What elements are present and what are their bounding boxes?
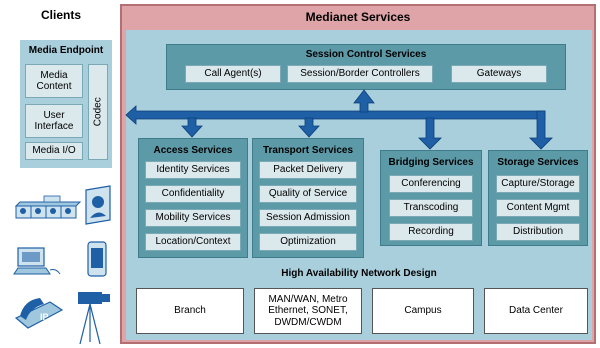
storage-services-title: Storage Services <box>497 156 579 168</box>
codec-box: Codec <box>88 64 108 160</box>
recording-box: Recording <box>389 223 473 241</box>
video-camera-icon <box>78 292 110 345</box>
call-agents-box: Call Agent(s) <box>185 65 281 83</box>
user-interface-box: User Interface <box>25 104 83 138</box>
network-design-title: High Availability Network Design <box>281 267 437 279</box>
quality-of-service-box: Quality of Service <box>259 185 357 203</box>
confidentiality-box: Confidentiality <box>145 185 241 203</box>
media-endpoint-title: Media Endpoint <box>28 44 104 56</box>
location-context-box: Location/Context <box>145 233 241 251</box>
access-services-title: Access Services <box>153 144 233 156</box>
conferencing-box: Conferencing <box>389 175 473 193</box>
mobility-services-box: Mobility Services <box>145 209 241 227</box>
data-center-box: Data Center <box>484 288 588 334</box>
video-screen-icon <box>85 185 111 225</box>
content-mgmt-box: Content Mgmt <box>496 199 580 217</box>
session-control-title: Session Control Services <box>305 48 427 60</box>
ip-phone-icon: IP <box>14 298 64 329</box>
gateways-box: Gateways <box>451 65 547 83</box>
access-services-panel: Access Services Identity Services Confid… <box>138 138 248 258</box>
media-content-box: Media Content <box>25 64 83 98</box>
storage-services-panel: Storage Services Capture/Storage Content… <box>488 150 588 246</box>
branch-box: Branch <box>136 288 244 334</box>
man-wan-box: MAN/WAN, Metro Ethernet, SONET, DWDM/CWD… <box>254 288 362 334</box>
mobile-device-icon <box>87 241 107 277</box>
ip-label: IP <box>40 312 49 322</box>
media-io-box: Media I/O <box>25 142 83 160</box>
packet-delivery-box: Packet Delivery <box>259 161 357 179</box>
distribution-box: Distribution <box>496 223 580 241</box>
clients-title: Clients <box>40 8 81 22</box>
medianet-title: Medianet Services <box>305 10 411 24</box>
transcoding-box: Transcoding <box>389 199 473 217</box>
bridging-services-panel: Bridging Services Conferencing Transcodi… <box>380 150 482 246</box>
transport-services-panel: Transport Services Packet Delivery Quali… <box>252 138 364 258</box>
optimization-box: Optimization <box>259 233 357 251</box>
computer-icon <box>13 247 61 275</box>
capture-storage-box: Capture/Storage <box>496 175 580 193</box>
identity-services-box: Identity Services <box>145 161 241 179</box>
campus-box: Campus <box>372 288 474 334</box>
session-border-controllers-box: Session/Border Controllers <box>287 65 433 83</box>
session-control-panel: Session Control Services Call Agent(s) S… <box>166 44 566 90</box>
media-endpoint-panel: Media Endpoint Media Content User Interf… <box>20 40 112 168</box>
client-devices: IP <box>13 185 111 345</box>
session-admission-box: Session Admission <box>259 209 357 227</box>
codec-label: Codec <box>92 97 104 127</box>
transport-services-title: Transport Services <box>262 144 354 156</box>
bridging-services-title: Bridging Services <box>388 156 474 168</box>
video-wall-icon <box>14 195 82 219</box>
